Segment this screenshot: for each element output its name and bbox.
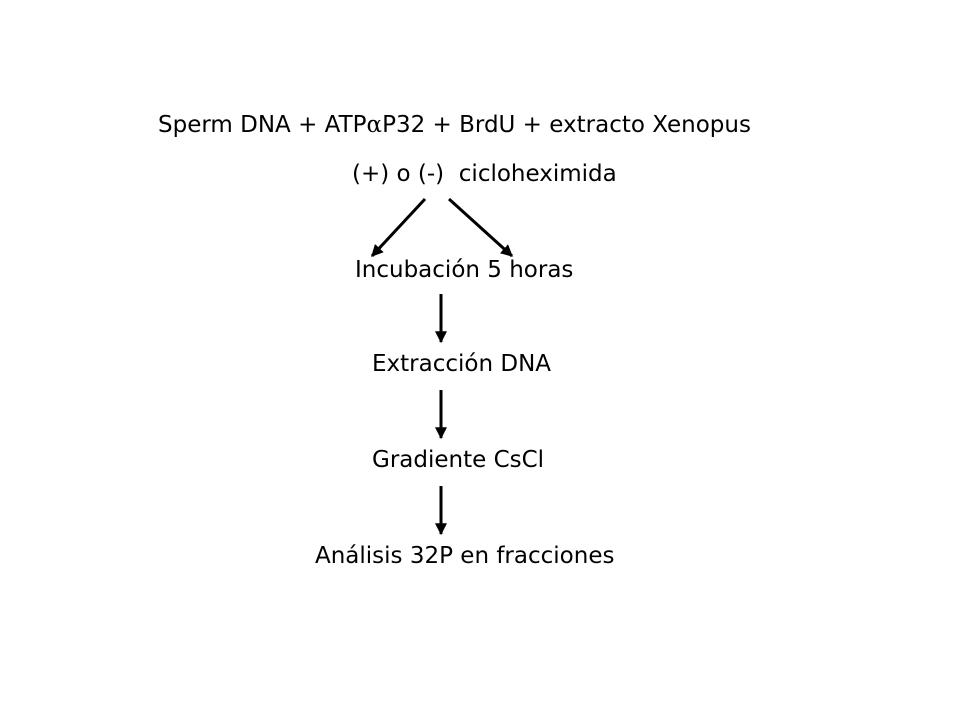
arrow-split-left — [370, 197, 427, 258]
step-cscl-gradient: Gradiente CsCl — [372, 447, 545, 473]
step-analysis: Análisis 32P en fracciones — [315, 543, 615, 569]
input-mixture-label: Sperm DNA + ATPαP32 + BrdU + extracto Xe… — [158, 110, 751, 140]
condition-label: (+) o (-) cicloheximida — [352, 161, 617, 187]
input-mixture-text: Sperm DNA + ATP — [158, 112, 367, 138]
arrow-split-right — [447, 197, 514, 258]
input-mixture-text-cont: P32 + BrdU + extracto Xenopus — [382, 112, 751, 138]
step-incubation: Incubación 5 horas — [355, 257, 574, 283]
step-dna-extraction: Extracción DNA — [372, 351, 552, 377]
alpha-symbol: α — [366, 112, 383, 138]
